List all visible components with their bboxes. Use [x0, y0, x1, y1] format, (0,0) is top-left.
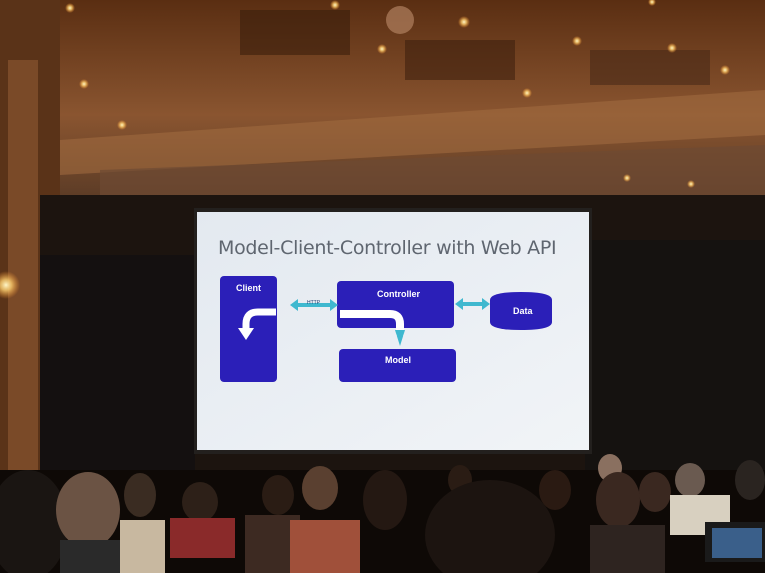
data-label: Data	[513, 306, 533, 316]
slide-title: Model-Client-Controller with Web API	[218, 237, 557, 259]
model-box	[339, 349, 456, 382]
wall-sconce	[0, 271, 20, 299]
controller-label: Controller	[377, 289, 421, 299]
model-label: Model	[385, 355, 411, 365]
audience	[0, 454, 765, 573]
controller-model-arrow	[340, 310, 404, 336]
curtain-right	[585, 240, 765, 480]
controller-data-arrow	[455, 298, 490, 310]
http-arrow-label: HTTP	[307, 300, 321, 306]
left-column	[8, 60, 38, 480]
ceiling-medallion	[386, 6, 414, 34]
client-return-arrowhead	[238, 328, 254, 340]
data-cylinder	[490, 292, 552, 330]
ceiling-coffer-3	[590, 50, 710, 85]
curtain-left	[40, 255, 195, 475]
ceiling-beam-lower	[100, 145, 765, 200]
client-label: Client	[236, 283, 262, 293]
client-controller-arrow	[290, 299, 338, 311]
ceiling-coffer-2	[405, 40, 515, 80]
ceiling-coffer-1	[240, 10, 350, 55]
ceiling-beam	[60, 90, 765, 175]
controller-model-arrow-cyan	[395, 330, 405, 346]
ceiling-lights	[65, 0, 730, 188]
client-return-arrow	[242, 308, 276, 330]
